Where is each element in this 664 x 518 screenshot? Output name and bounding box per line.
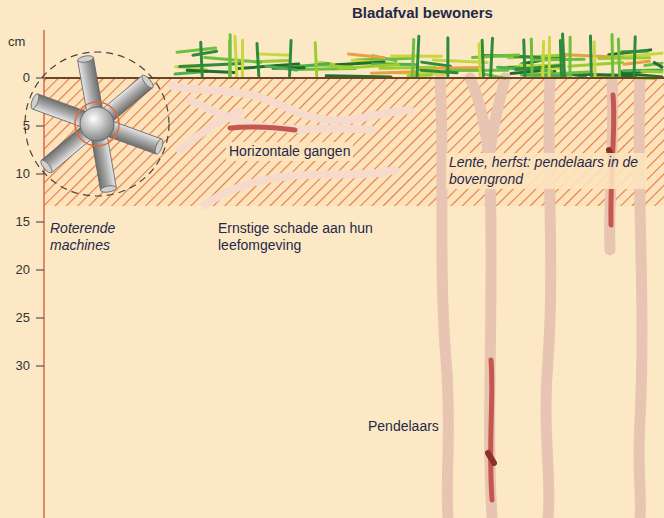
damage-note: Ernstige schade aan hun leefomgeving	[218, 220, 383, 254]
vertical-burrows	[440, 78, 642, 518]
depth-number: 5	[4, 118, 30, 134]
litter-label: Bladafval bewoners	[352, 4, 493, 22]
depth-number: 15	[4, 214, 30, 230]
depth-number: 0	[4, 70, 30, 86]
tunnel-label: Horizontale gangen	[226, 142, 353, 161]
depth-number: 30	[4, 358, 30, 374]
depth-number: 25	[4, 310, 30, 326]
machine-label: Roterende machines	[50, 220, 160, 254]
burrower-label: Pendelaars	[368, 418, 439, 435]
season-note: Lente, herfst: pendelaars in de bovengro…	[446, 153, 647, 189]
depth-number: 20	[4, 262, 30, 278]
horizontal-tunnels	[172, 86, 410, 205]
unit-label: cm	[8, 34, 25, 50]
rotary-machine	[25, 52, 169, 196]
ground-surface	[44, 77, 664, 79]
axis-ticks	[36, 78, 44, 366]
leaf-litter	[175, 34, 662, 78]
depth-number: 10	[4, 166, 30, 182]
earthworm	[230, 127, 295, 130]
